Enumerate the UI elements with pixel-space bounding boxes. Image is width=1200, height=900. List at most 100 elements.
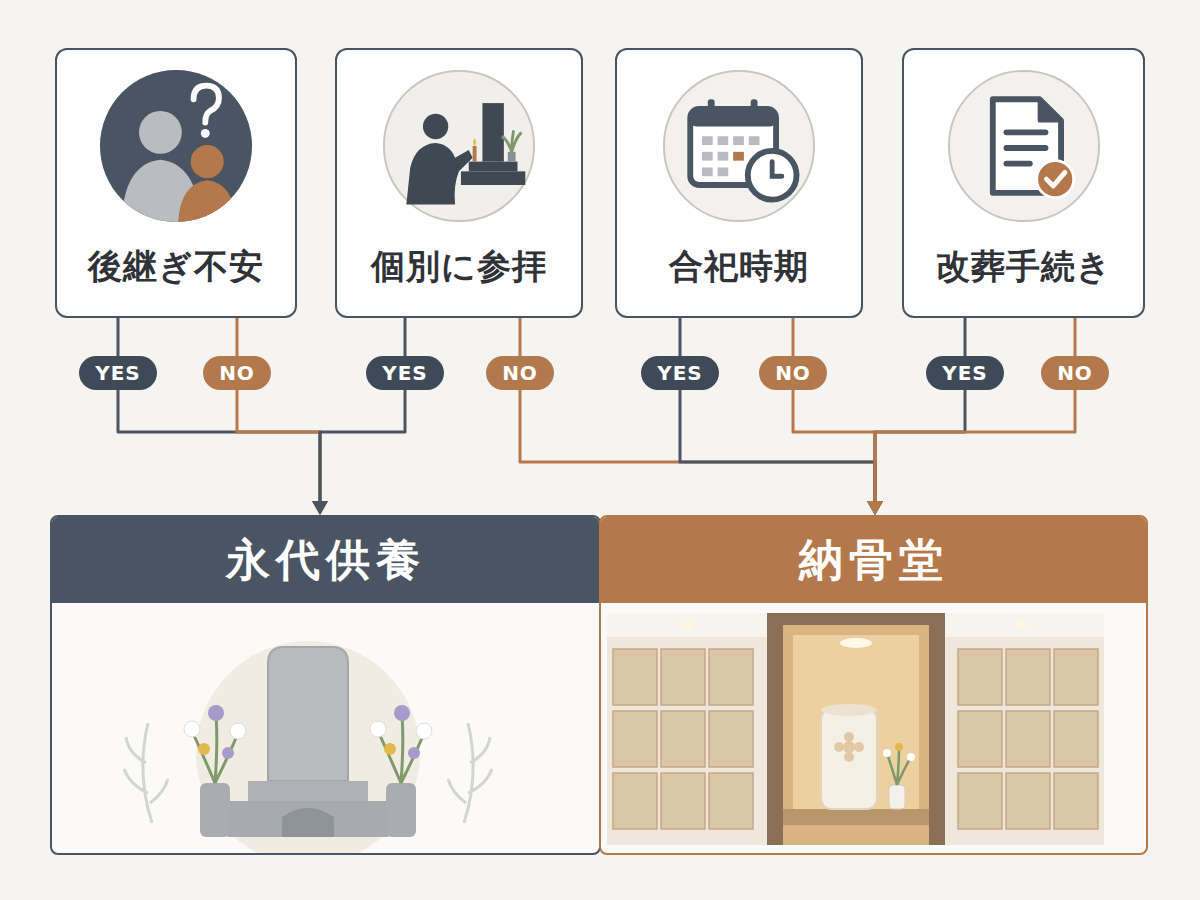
illustration-part xyxy=(408,747,420,759)
arrow-head xyxy=(867,501,883,515)
illustration-part xyxy=(401,733,424,783)
illustration-part xyxy=(613,649,657,705)
illustration-part xyxy=(201,129,210,138)
connector-line xyxy=(320,318,405,503)
flow-connector xyxy=(793,318,883,515)
worry-icon xyxy=(98,68,254,224)
connector-line xyxy=(237,318,320,503)
illustration-part xyxy=(948,71,1098,221)
flow-connector xyxy=(312,318,405,515)
illustration-part xyxy=(709,711,753,767)
illustration-part xyxy=(143,723,152,823)
answer-label: NO xyxy=(759,356,827,390)
result-box: 納骨堂 xyxy=(599,515,1148,855)
calendar-icon xyxy=(661,68,817,224)
illustration-part xyxy=(613,773,657,829)
illustration-part xyxy=(1006,145,1045,151)
illustration-part xyxy=(282,808,334,837)
illustration-part xyxy=(469,162,518,172)
illustration-part xyxy=(883,749,891,757)
connector-line xyxy=(520,318,875,503)
illustration-part xyxy=(473,146,477,162)
illustration-part xyxy=(464,723,473,823)
illustration-part xyxy=(690,109,776,127)
flow-connector xyxy=(118,318,328,515)
illustration-part xyxy=(1036,161,1073,198)
illustration-part xyxy=(1054,711,1098,767)
illustration-part xyxy=(718,167,729,176)
answer-pill: NO xyxy=(203,356,271,390)
illustration-part xyxy=(139,111,182,154)
illustration-part xyxy=(126,737,146,763)
answer-label: YES xyxy=(366,356,444,390)
illustration-part xyxy=(661,649,705,705)
illustration-part xyxy=(1054,649,1098,705)
answer-pill: YES xyxy=(641,356,719,390)
illustration-part xyxy=(783,625,929,845)
answer-pill: YES xyxy=(79,356,157,390)
question-box: 改葬手続き xyxy=(902,48,1145,318)
illustration-part xyxy=(1046,172,1065,186)
flow-connector xyxy=(237,318,328,515)
illustration-part xyxy=(709,649,753,705)
illustration-part xyxy=(150,779,168,803)
question-label: 合祀時期 xyxy=(669,244,809,290)
illustration-part xyxy=(192,731,215,783)
illustration-part xyxy=(958,773,1002,829)
illustration-part xyxy=(702,152,713,161)
arrow-head xyxy=(312,501,328,515)
illustration-part xyxy=(767,613,945,845)
illustration-part xyxy=(907,753,915,761)
illustration-part xyxy=(1006,649,1050,705)
illustration-part xyxy=(200,783,230,837)
illustration-part xyxy=(268,647,348,781)
illustration-part xyxy=(184,721,200,737)
result-heading: 納骨堂 xyxy=(601,517,1146,603)
illustration-part xyxy=(844,752,854,762)
illustration-part xyxy=(748,151,797,200)
illustration-part xyxy=(248,781,368,801)
illustration-part xyxy=(416,723,432,739)
visit-icon xyxy=(381,68,537,224)
illustration-part xyxy=(840,638,872,648)
illustration-part xyxy=(709,773,753,829)
illustration-part xyxy=(718,136,729,145)
illustration-part xyxy=(708,99,715,117)
illustration-part xyxy=(502,130,522,151)
flow-connector xyxy=(680,318,883,515)
illustration-part xyxy=(751,99,758,117)
illustration-part xyxy=(470,737,490,763)
arrow-head xyxy=(867,501,883,515)
flow-connector xyxy=(867,318,1075,515)
answer-label: YES xyxy=(926,356,1004,390)
arrow-head xyxy=(867,501,883,515)
illustration-part xyxy=(401,715,403,783)
question-label: 改葬手続き xyxy=(936,244,1112,290)
result-box: 永代供養 xyxy=(50,515,601,855)
illustration-part xyxy=(215,715,217,783)
illustration-part xyxy=(684,620,694,630)
answer-pill: NO xyxy=(759,356,827,390)
illustration-part xyxy=(394,705,410,721)
illustration-part xyxy=(386,783,416,837)
grave-illustration xyxy=(52,603,563,853)
illustration-part xyxy=(448,779,466,803)
answer-label: NO xyxy=(486,356,554,390)
answer-pill: NO xyxy=(486,356,554,390)
illustration-part xyxy=(783,809,929,825)
illustration-part xyxy=(958,711,1002,767)
illustration-part xyxy=(473,138,476,146)
illustration-part xyxy=(733,136,744,145)
arrow-head xyxy=(312,501,328,515)
illustration-part xyxy=(661,711,705,767)
illustration-part xyxy=(230,723,246,739)
flow-connector xyxy=(867,318,965,515)
ossuary-illustration xyxy=(607,613,1104,845)
illustration-part xyxy=(191,145,224,178)
illustration-part xyxy=(702,136,713,145)
illustration-part xyxy=(854,742,864,752)
illustration-part xyxy=(1006,132,1045,163)
illustration-part xyxy=(889,785,905,809)
